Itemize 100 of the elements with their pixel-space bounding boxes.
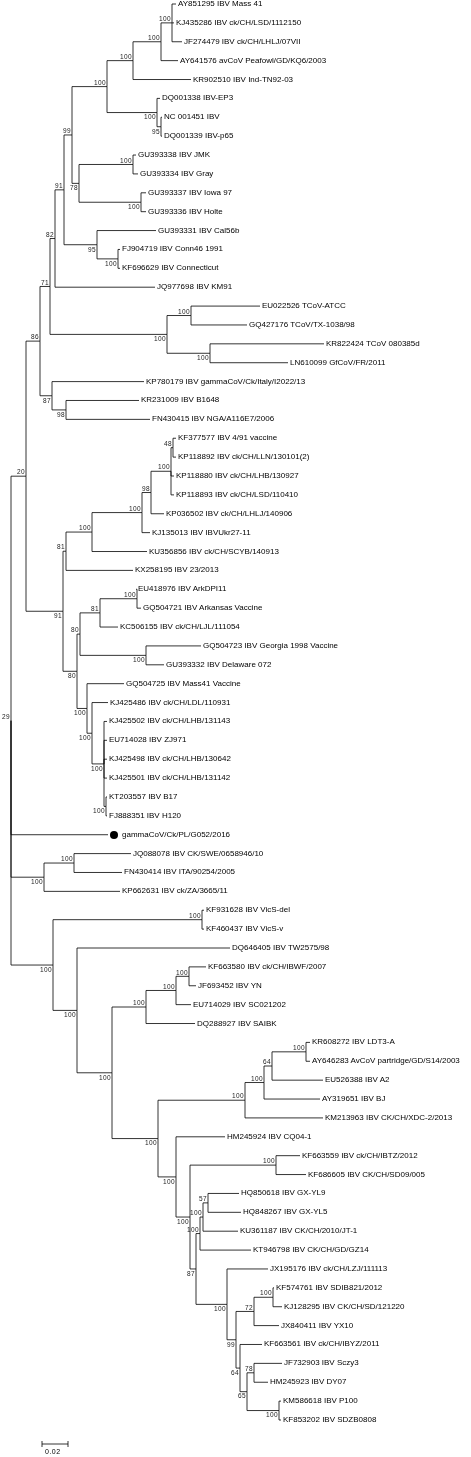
tree-branch [96,230,157,246]
tree-branch [99,612,119,628]
tree-branch [86,683,125,709]
taxon-label: JF274479 IBV ck/CH/LHLJ/07VII [182,36,301,47]
tree-branch [175,975,190,991]
taxon-label: KJ435286 IBV ck/CH/LSD/1112150 [174,17,302,28]
tree-branch [199,1216,204,1234]
tree-branch [171,22,175,24]
tree-branch [278,1410,282,1421]
taxon-label: GU393338 IBV JMK [136,150,211,161]
taxon-label: JF693452 IBV YN [196,980,262,991]
tree-branch [145,654,165,666]
tree-branch [145,990,177,1008]
taxon-label: KR608272 IBV LDT3-A [310,1037,395,1048]
taxon-label: HM245923 IBV DY07 [268,1377,347,1388]
tree-branch [201,919,205,930]
taxon-label: JX195176 IBV ck/CH/LZJ/111113 [268,1263,388,1274]
taxon-label: EU714029 IBV SC021202 [191,999,286,1010]
tree-branch [209,343,325,354]
tree-branch [140,201,147,213]
tree-branch [190,315,248,326]
tree-branch [117,258,121,269]
tree-branch [190,305,261,316]
tree-branch [73,853,132,864]
tree-branch [65,409,151,420]
tree-branch [78,164,134,184]
taxon-label: KR902510 IBV Ind-TN92-03 [191,74,294,85]
tree-branch [111,1072,159,1139]
tree-branch [246,1372,255,1393]
taxon-label: GQ504725 IBV Mass41 Vaccine [124,678,241,689]
taxon-label: KJ425501 IBV ck/CH/LHB/131142 [107,773,231,784]
tree-branch [275,1164,307,1175]
tree-branch [166,334,211,354]
taxon-label: KR231009 IBV B1648 [139,395,220,406]
tree-branch [39,286,51,342]
taxon-label: DQ001338 IBV-EP3 [160,93,234,104]
tree-branch [202,1216,239,1232]
taxon-label: KT946798 IBV CK/CH/GD/GZ14 [251,1245,369,1256]
tree-branch [79,633,147,656]
taxon-label: GU393334 IBV Gray [138,168,214,179]
tree-branch [25,340,41,477]
taxon-label: FN430414 IBV ITA/90254/2005 [122,867,236,878]
tree-branch [52,964,78,1011]
taxon-label: KF460437 IBV VicS-v [204,924,284,935]
tree-branch [63,189,98,246]
taxon-label: GU393336 IBV Holte [146,206,223,217]
tree-branch [160,126,163,137]
taxon-label: KJ425498 IBV ck/CH/LHB/130642 [107,754,231,765]
tree-branch [271,1051,307,1067]
tree-branch [160,22,173,43]
taxon-label: AY851295 IBV Mass 41 [176,0,263,9]
tree-branch [175,1176,191,1218]
tree-branch [105,806,108,817]
taxon-label: HM245924 IBV CQ04-1 [225,1131,312,1142]
tree-branch [62,610,78,672]
taxon-label: gammaCoV/Ck/PL/G052/2016 [122,829,231,840]
taxon-label: DQ288927 IBV SAIBK [195,1018,277,1029]
tree-branch [150,492,165,515]
taxon-label: KF663559 IBV ck/CH/IBTZ/2012 [300,1150,418,1161]
tree-branch [170,470,175,496]
tree-branch [63,134,73,191]
tree-branch [253,1362,283,1374]
tree-branch [207,1202,242,1213]
taxon-label: KJ425486 IBV ck/CH/LDL/110931 [108,697,231,708]
taxon-label: LN610099 GfCoV/FR/2011 [288,357,386,368]
taxon-label: FN430415 IBV NGA/A116E7/2006 [150,414,275,425]
taxon-label: JQ977698 IBV KM91 [155,282,233,293]
tree-branch [170,447,174,472]
tree-branch [195,1268,228,1305]
tree-branch [175,1136,226,1178]
tree-branch [235,1311,255,1341]
tree-branch [207,1193,240,1204]
taxon-label: KP118892 IBV ck/CH/LLN/130101(2) [176,452,310,463]
taxon-label: DQ646405 IBV TW2575/98 [230,943,330,953]
taxon-label: HQ848267 IBV GX-YL5 [241,1207,328,1218]
tree-branch [202,1202,209,1218]
taxon-label: KC506155 IBV ck/CH/LJL/111054 [118,622,240,633]
taxon-label: EU022526 TCoV-ATCC [260,301,346,312]
taxon-label: HQ850618 IBV GX-YL9 [239,1188,326,1199]
taxon-label: KJ128295 IBV CK/CH/SD/121220 [282,1301,405,1312]
taxon-label: KM213963 IBV CK/CH/XDC-2/2013 [323,1112,453,1123]
tree-branch [135,588,138,600]
taxon-label: AY646283 AvCoV partridge/GD/S14/2003 [310,1056,460,1067]
tree-branch [132,164,139,175]
taxon-label: EU418976 IBV ArkDPI11 [136,584,227,595]
tree-branch [103,758,108,765]
tree-branch [43,862,75,878]
tree-branch [106,60,134,87]
taxon-label: JQ088078 IBV CK/SWE/0658946/10 [131,848,264,859]
tree-branch [39,340,53,397]
tree-branch [201,909,205,921]
tree-branch [226,1268,269,1305]
taxon-label: KT203557 IBV B17 [107,791,178,802]
tree-branch [235,1339,241,1369]
tree-branch [91,512,143,533]
tree-branch [253,1372,269,1383]
taxon-label: AY641576 avCoV Peafowl/GD/KQ6/2003 [178,55,327,66]
taxon-label: JF732903 IBV Sczy3 [282,1358,359,1369]
tree-branch [157,1099,246,1139]
tree-branch [10,720,54,966]
